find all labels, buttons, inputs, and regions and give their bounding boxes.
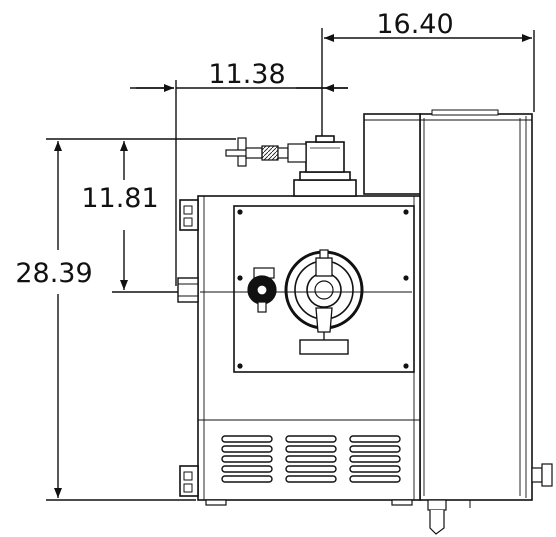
valve-handle bbox=[225, 137, 307, 167]
panel-screws bbox=[237, 209, 409, 369]
base-feet bbox=[205, 499, 413, 506]
rear-enclosure bbox=[419, 113, 533, 501]
dimension-label-overall-depth: 16.40 bbox=[376, 9, 453, 40]
top-valve-body bbox=[305, 141, 345, 173]
dimension-label-center-offset: 11.38 bbox=[208, 59, 285, 90]
dimension-label-upper-height: 11.81 bbox=[81, 183, 158, 214]
dimension-overall-height bbox=[46, 138, 196, 501]
vent-louvers bbox=[221, 435, 401, 483]
top-module bbox=[363, 113, 421, 195]
main-rotary-valve bbox=[284, 249, 364, 355]
control-knob bbox=[247, 267, 277, 313]
top-collar bbox=[293, 179, 357, 197]
dimension-center-offset bbox=[130, 80, 348, 286]
side-port bbox=[177, 277, 199, 303]
side-fitting bbox=[531, 467, 543, 483]
drain-fitting bbox=[427, 499, 447, 511]
dimension-label-overall-height: 28.39 bbox=[15, 258, 92, 289]
